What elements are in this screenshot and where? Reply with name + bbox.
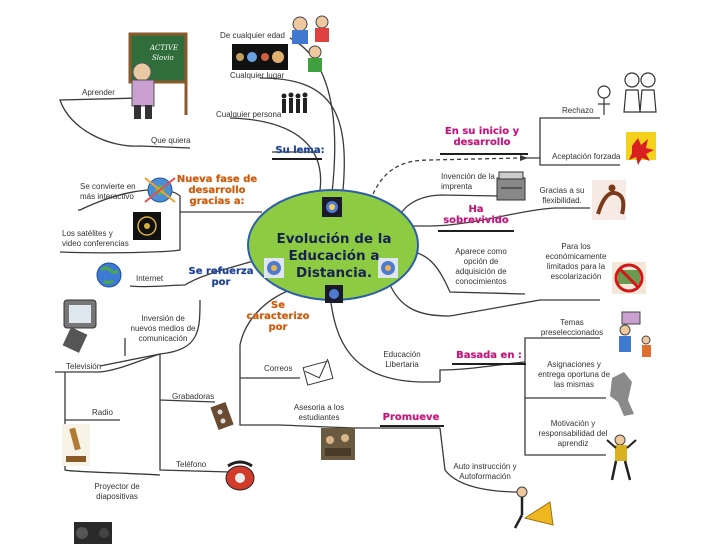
label-inversion-medios: Inversión de nuevos medios de comunicaci… xyxy=(130,314,196,343)
television-icon xyxy=(62,299,97,353)
label-grabadoras: Grabadoras xyxy=(172,392,215,401)
globe-network-icon xyxy=(322,197,342,217)
crowd-icon xyxy=(279,90,309,115)
heading-en-su-inicio: En su inicio y desarrollo xyxy=(444,126,520,148)
prohibited-money-icon xyxy=(612,262,646,294)
label-se-convierte: Se convierte en más interactivo xyxy=(80,182,136,201)
label-de-cualquier-edad: De cualquier edad xyxy=(220,31,285,40)
shadow-figure-icon xyxy=(610,372,634,416)
label-aparece-como: Aparece como opción de adquisición de co… xyxy=(455,247,507,286)
heading-nueva-fase: Nueva fase de desarrollo gracias a: xyxy=(176,174,258,207)
label-asignaciones: Asignaciones y entrega oportuna de las m… xyxy=(537,360,611,389)
center-title: Evolución de la Educación a Distancia. xyxy=(276,231,392,281)
label-asesoria: Asesoria a los estudiantes xyxy=(293,403,345,422)
label-satelites: Los satélites y video conferencias xyxy=(62,229,129,248)
label-proyector: Proyector de diapositivas xyxy=(94,482,140,501)
label-cualquier-persona: Cualquier persona xyxy=(216,110,282,119)
dancing-man-icon xyxy=(606,434,637,481)
satellite-globe-icon xyxy=(144,177,176,203)
label-internet: Internet xyxy=(136,274,164,283)
label-aceptacion: Aceptación forzada xyxy=(552,152,621,161)
planets-icon xyxy=(232,44,288,70)
label-para-los: Para los económicamente limitados para l… xyxy=(545,242,607,281)
telephone-icon xyxy=(225,460,255,491)
tape-recorder-icon xyxy=(210,401,234,431)
label-invencion-imprenta: Invención de la imprenta xyxy=(441,172,495,191)
flexible-gymnast-icon xyxy=(592,180,626,220)
earth-icon xyxy=(96,262,122,288)
heading-se-refuerza: Se refuerza por xyxy=(188,266,254,288)
label-que-quiera: Que quiera xyxy=(151,136,191,145)
red-splash-icon xyxy=(626,132,656,165)
label-educacion-libertaria: Educación Libertaria xyxy=(383,350,421,369)
blackboard-text: ACTIVE xyxy=(149,44,178,52)
satellite-dish-icon xyxy=(133,212,161,240)
meeting-photo-icon xyxy=(321,428,355,460)
projector-icon xyxy=(74,522,112,544)
label-correos: Correos xyxy=(264,364,293,373)
heading-basada-en: Basada en : xyxy=(456,350,522,361)
label-radio: Radio xyxy=(92,408,113,417)
heading-promueve: Promueve xyxy=(382,412,440,423)
label-telefono: Teléfono xyxy=(176,460,207,469)
microscope-icon xyxy=(62,424,90,466)
globe-network-icon xyxy=(325,285,343,303)
heading-su-lema: Su lema: xyxy=(275,145,325,156)
heading-ha-sobrevivido: Ha sobrevivido xyxy=(443,204,509,226)
stick-figures-icon xyxy=(597,72,657,115)
teacher-board-icon xyxy=(619,311,651,357)
printing-press-icon xyxy=(496,171,526,201)
envelope-icon xyxy=(302,358,334,386)
students-group-icon xyxy=(292,15,329,72)
label-auto-instruccion: Auto instrucción y Autoformación xyxy=(453,462,517,481)
label-television: Televisión xyxy=(66,362,102,371)
megaphone-man-icon xyxy=(513,486,554,529)
label-gracias-flexibilidad: Gracias a su flexibilidad. xyxy=(539,186,585,205)
label-aprender: Aprender xyxy=(82,88,115,97)
label-temas: Temas preseleccionados xyxy=(540,318,604,337)
label-cualquier-lugar: Cualquier lugar xyxy=(230,71,285,80)
svg-text:Slovio: Slovio xyxy=(152,54,174,62)
heading-se-caracterizo: Se caracterizo por xyxy=(246,300,310,333)
label-motivacion: Motivación y responsabilidad del aprendi… xyxy=(538,419,608,448)
label-rechazo: Rechazo xyxy=(562,106,594,115)
globe-network-icon xyxy=(264,258,284,278)
teacher-blackboard-icon: ACTIVE Slovio xyxy=(128,32,188,119)
globe-network-icon xyxy=(378,258,398,278)
